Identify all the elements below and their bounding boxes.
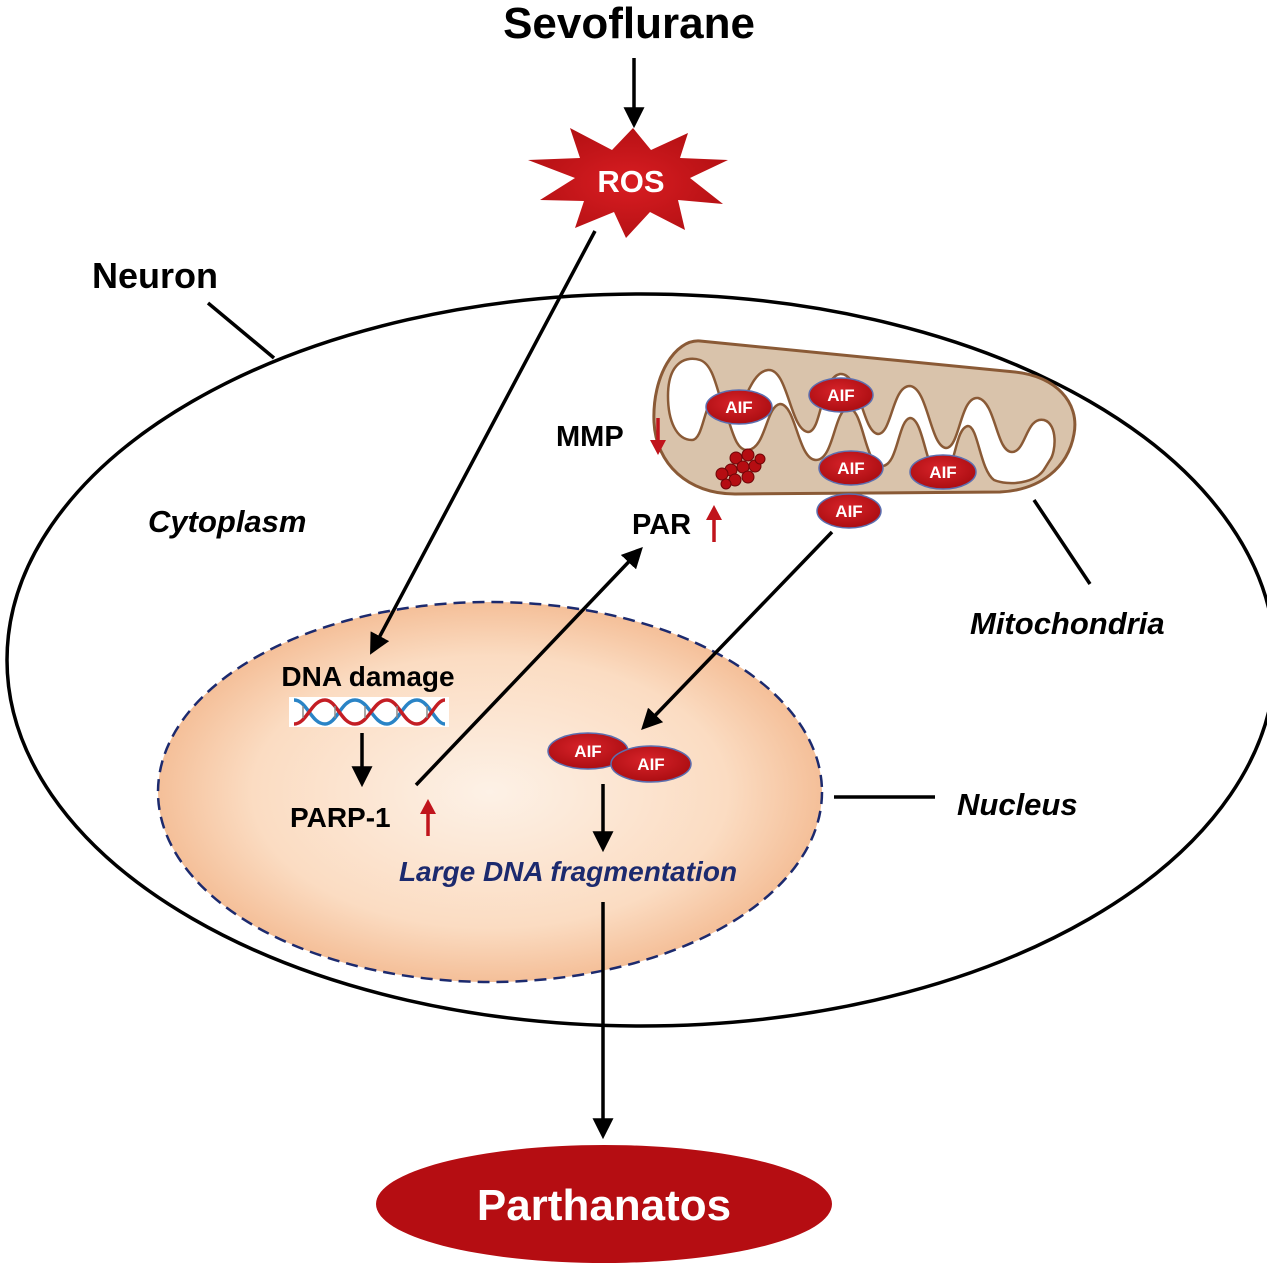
svg-text:AIF: AIF [637, 755, 664, 774]
damaged-dna-strand-icon [289, 697, 449, 727]
par-label: PAR [632, 509, 691, 541]
parp1-to-par-arrow [414, 546, 643, 787]
aif-protein: AIF [705, 389, 773, 425]
neuron-membrane [5, 292, 1267, 1028]
aif-translocation-arrow [641, 530, 834, 731]
parp1-increase-arrow-icon [420, 799, 436, 836]
ros-label: ROS [597, 164, 664, 199]
sevoflurane-label: Sevoflurane [503, 0, 755, 48]
mitochondria-pointer-line [1032, 499, 1092, 585]
nucleus [156, 600, 824, 984]
aif-protein: AIF [816, 493, 882, 529]
svg-text:AIF: AIF [725, 398, 752, 417]
parthanatos-label: Parthanatos [477, 1181, 731, 1230]
ros-burst-shape [528, 128, 728, 238]
svg-text:AIF: AIF [574, 742, 601, 761]
neuron-label: Neuron [92, 255, 218, 296]
aif-protein: AIF [909, 454, 977, 490]
neuron-pointer-line [206, 301, 276, 360]
svg-text:AIF: AIF [827, 386, 854, 405]
mitochondria-label: Mitochondria [970, 606, 1165, 641]
par-increase-arrow-icon [706, 505, 722, 542]
aif-protein: AIF [818, 450, 884, 486]
svg-text:AIF: AIF [929, 463, 956, 482]
parp1-label: PARP-1 [290, 802, 391, 833]
par-polymer-cluster [715, 448, 766, 490]
dna-damage-label: DNA damage [281, 661, 454, 692]
svg-text:AIF: AIF [837, 459, 864, 478]
dna-fragmentation-label: Large DNA fragmentation [399, 856, 737, 887]
nucleus-label: Nucleus [957, 787, 1078, 822]
mmp-decrease-arrow-icon [650, 418, 666, 455]
svg-text:AIF: AIF [835, 502, 862, 521]
mmp-label: MMP [556, 421, 624, 453]
cytoplasm-label: Cytoplasm [148, 504, 306, 539]
parthanatos-ellipse [376, 1145, 832, 1263]
aif-protein: AIF [808, 377, 874, 413]
ros-to-dna-damage-arrow [370, 230, 597, 655]
aif-protein: AIF [610, 745, 692, 783]
